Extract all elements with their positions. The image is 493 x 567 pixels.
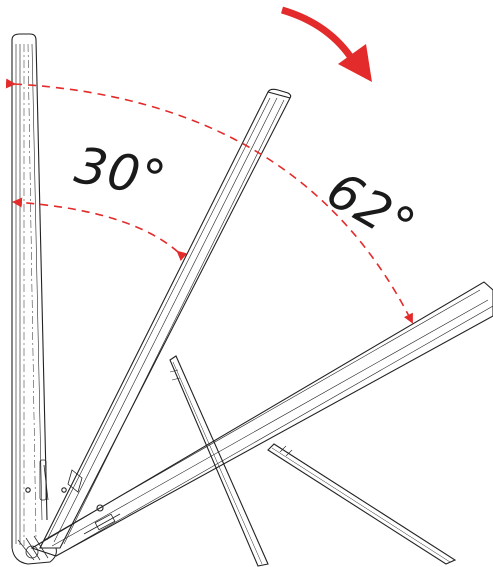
arc-30-degrees (12, 197, 188, 262)
angle-label-30: 30° (70, 136, 171, 210)
hinge-base (11, 535, 57, 565)
tilted-62-monitor-panel (30, 281, 493, 557)
curved-arrow-icon (281, 6, 372, 82)
kickstand-legs (169, 355, 457, 567)
arc-62-degrees (5, 78, 413, 324)
upright-monitor-panel (11, 33, 49, 548)
angle-arcs (5, 78, 413, 324)
